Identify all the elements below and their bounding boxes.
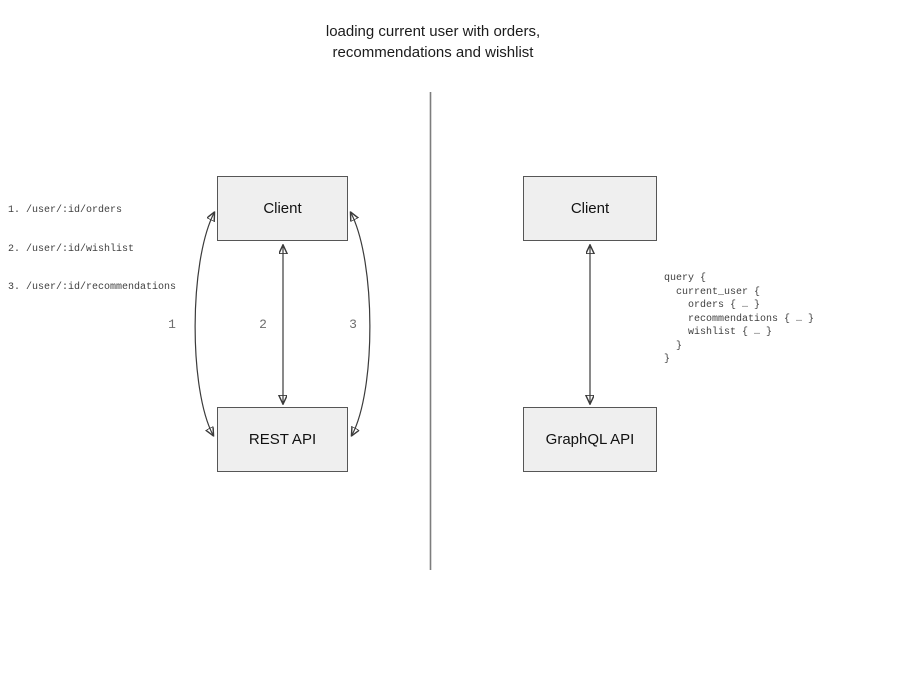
rest-api-label: REST API: [248, 431, 317, 448]
graphql-client-box: Client: [523, 176, 657, 241]
endpoint-item: 1. /user/:id/orders: [8, 205, 123, 217]
diagram-title: loading current user with orders, recomm…: [325, 23, 541, 61]
rest-client-label: Client: [263, 200, 302, 217]
arrow-label-1: 1: [168, 317, 176, 332]
graphql-api-label: GraphQL API: [545, 431, 635, 448]
rest-arrow-3: [351, 213, 371, 435]
arrow-label-2: 2: [259, 317, 267, 332]
endpoint-item: 3. /user/:id/recommendations: [8, 281, 177, 293]
rest-api-box: REST API: [217, 407, 348, 472]
endpoint-item: 2. /user/:id/wishlist: [8, 243, 135, 255]
graphql-api-box: GraphQL API: [523, 407, 657, 472]
rest-client-box: Client: [217, 176, 348, 241]
arrow-label-3: 3: [349, 317, 357, 332]
rest-arrow-1: [194, 213, 214, 435]
graphql-query-code: query { current_user { orders { … } reco…: [664, 273, 815, 365]
rest-endpoints-list: 1. /user/:id/orders 2. /user/:id/wishlis…: [8, 180, 176, 320]
graphql-client-label: Client: [570, 200, 610, 217]
